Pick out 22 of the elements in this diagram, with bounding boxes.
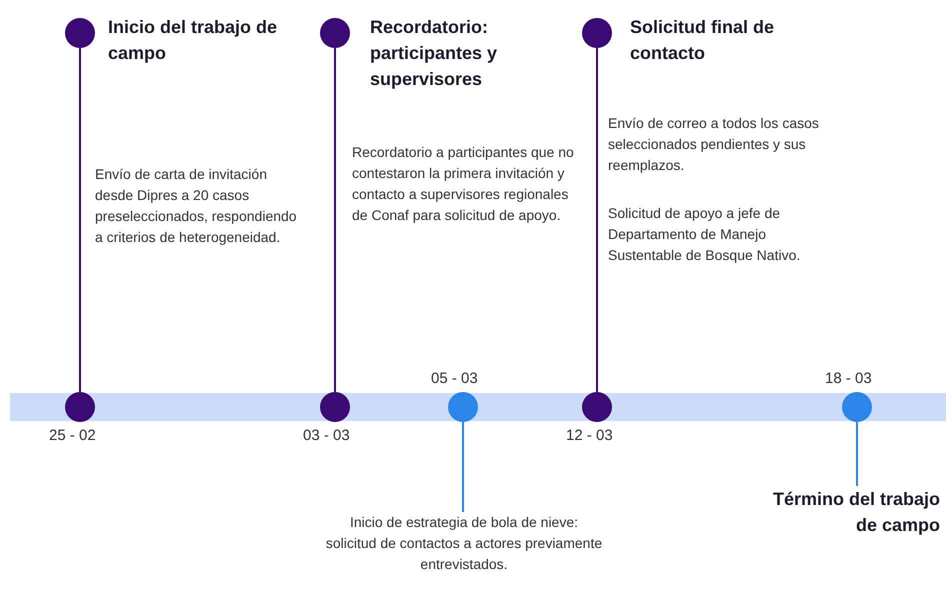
event-description: Envío de carta de invitación desde Dipres a 20 casos preseleccionados, respondiendo a criterios de heterogeneidad. [95,165,298,247]
date-label: 25 - 02 [49,427,96,444]
connector-line [334,48,336,392]
timeline-dot [65,18,95,48]
event-heading: Inicio del trabajo de campo [108,16,278,66]
event-description: Solicitud de apoyo a jefe de Departamento de Manejo Sustentable de Bosque Nativo. [608,204,802,265]
date-label: 18 - 03 [825,370,872,387]
date-label: 05 - 03 [431,370,478,387]
event-heading: Recordatorio: participantes y supervisores [370,16,498,92]
timeline-dot [320,18,350,48]
connector-line [856,422,858,486]
timeline-dot [582,18,612,48]
event-description: Envío de correo a todos los casos seleccionados pendientes y sus reemplazos. [608,114,820,175]
event-description: Recordatorio a participantes que no contestaron la primera invitación y contacto a supervisores regionales de Conaf para solicitud de apoyo. [352,143,575,225]
connector-line [462,422,464,512]
date-label: 12 - 03 [566,427,613,444]
date-label: 03 - 03 [303,427,350,444]
milestone-note: Inicio de estrategia de bola de nieve: solicitud de contactos a actores previamente entrevistados. [325,512,603,575]
connector-line [79,48,81,392]
event-heading: Solicitud final de contacto [630,16,776,66]
milestone-heading: Término del trabajo de campo [766,486,940,538]
connector-line [596,48,598,392]
